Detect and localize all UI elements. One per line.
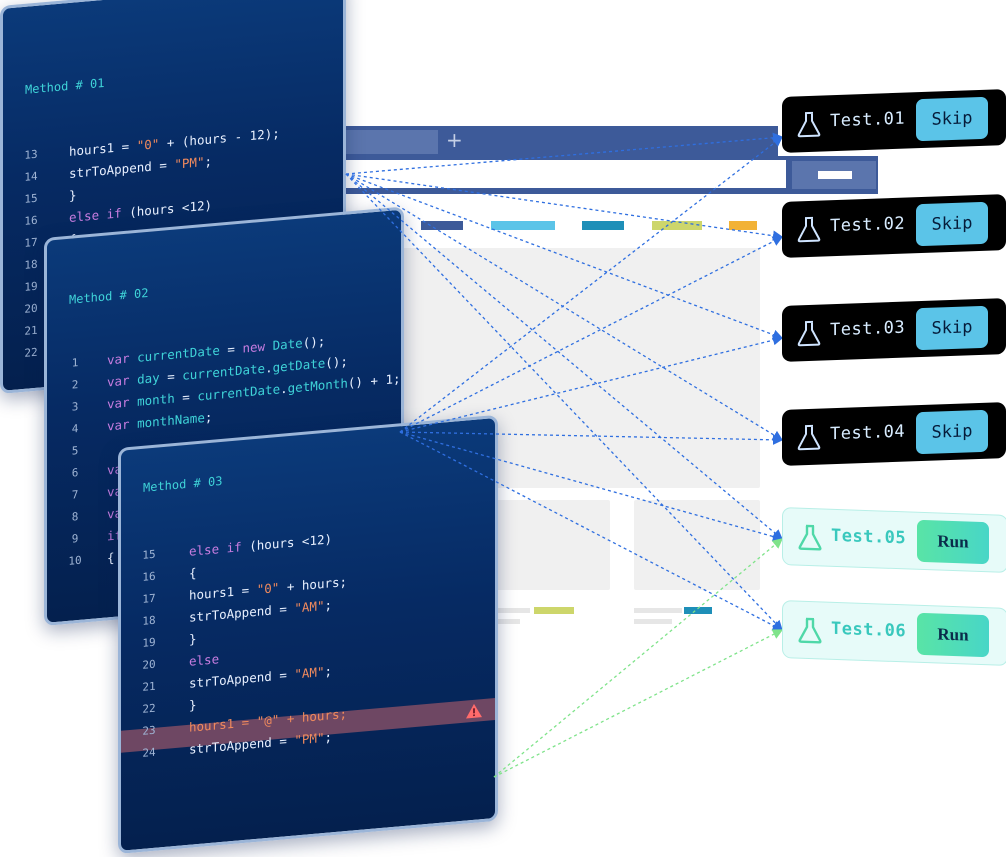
new-tab-icon[interactable]: + bbox=[446, 128, 463, 152]
nav-bar-1[interactable] bbox=[421, 221, 463, 230]
test-name: Test.02 bbox=[830, 213, 906, 237]
test-name: Test.03 bbox=[830, 317, 906, 341]
skip-button[interactable]: Skip bbox=[916, 201, 988, 247]
browser-tab[interactable] bbox=[342, 130, 438, 154]
nav-bar-5[interactable] bbox=[729, 221, 757, 230]
test-06-badge: Test.06 Run bbox=[782, 600, 1006, 666]
skip-wire bbox=[345, 173, 784, 441]
skip-button[interactable]: Skip bbox=[916, 96, 988, 142]
placeholder-line bbox=[634, 608, 682, 613]
skip-wire bbox=[345, 173, 784, 340]
skip-button[interactable]: Skip bbox=[916, 305, 988, 351]
flask-icon bbox=[797, 424, 821, 451]
placeholder-line bbox=[634, 619, 672, 624]
skip-wire bbox=[345, 132, 784, 175]
test-01-badge: Test.01 Skip bbox=[782, 89, 1006, 153]
test-03-badge: Test.03 Skip bbox=[782, 298, 1006, 362]
skip-wire bbox=[399, 431, 784, 446]
run-button[interactable]: Run bbox=[917, 519, 989, 565]
test-02-badge: Test.02 Skip bbox=[782, 194, 1006, 258]
flask-icon bbox=[797, 111, 821, 138]
skip-wire bbox=[399, 335, 784, 433]
flask-icon bbox=[797, 320, 821, 347]
run-button[interactable]: Run bbox=[917, 612, 989, 658]
nav-bar-3[interactable] bbox=[582, 221, 624, 230]
run-wire bbox=[493, 538, 784, 778]
skip-wire bbox=[399, 136, 784, 433]
card-b-tag[interactable] bbox=[684, 607, 712, 614]
test-name: Test.05 bbox=[831, 525, 907, 549]
skip-wire bbox=[345, 173, 783, 540]
test-04-badge: Test.04 Skip bbox=[782, 402, 1006, 466]
test-name: Test.01 bbox=[830, 108, 906, 132]
placeholder-line bbox=[490, 608, 530, 613]
skip-wire bbox=[399, 431, 784, 631]
go-button-label bbox=[818, 171, 852, 179]
placeholder-line bbox=[490, 619, 520, 624]
flask-icon bbox=[798, 524, 822, 551]
card-a-tag[interactable] bbox=[534, 607, 574, 614]
warning-icon[interactable] bbox=[465, 702, 483, 720]
test-name: Test.06 bbox=[831, 618, 907, 642]
skip-wire bbox=[399, 431, 784, 542]
test-name: Test.04 bbox=[830, 421, 906, 445]
nav-bar-4[interactable] bbox=[652, 221, 702, 230]
run-wire bbox=[493, 629, 784, 778]
skip-wire bbox=[345, 173, 784, 241]
skip-wire bbox=[345, 173, 783, 631]
test-05-badge: Test.05 Run bbox=[782, 507, 1006, 573]
skip-button[interactable]: Skip bbox=[916, 409, 988, 455]
nav-bar-2[interactable] bbox=[491, 221, 555, 230]
flask-icon bbox=[798, 617, 822, 644]
skip-wire bbox=[399, 236, 784, 433]
flask-icon bbox=[797, 216, 821, 243]
